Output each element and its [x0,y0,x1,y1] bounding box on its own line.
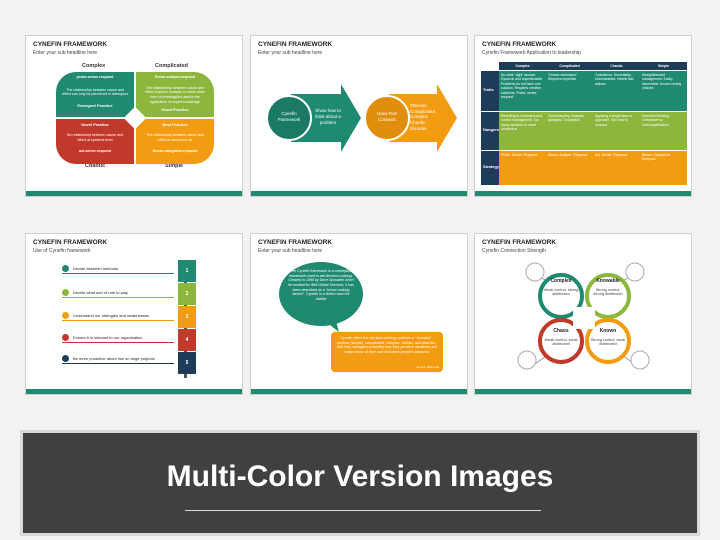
slide-accent-bar [26,191,242,196]
slide-title: CYNEFIN FRAMEWORK [482,239,557,246]
quadrant-complex: probe-sense-respond The relationship bet… [56,72,134,117]
slide-accent-bar [251,389,467,394]
col-header: Chaotic [593,62,640,70]
slide-subtitle: Enter your sub headline here [258,248,323,254]
quadrant-known: Known Strong control, weak distributed [590,328,626,346]
puzzle-piece: 2 [178,283,196,305]
table-cell: Overanalyzing. Analysis paralysis. Group… [548,114,584,123]
slide-subtitle: Use of Cynefin framework [33,248,91,254]
context-item: Chaotic [410,119,426,125]
table-cell: Straightforward management. Easily disce… [642,73,682,91]
slide-accent-bar [475,389,691,394]
label-complex: Complex [82,63,106,69]
ring-knowable [585,273,631,319]
slide-thumbnail-1[interactable]: CYNEFIN FRAMEWORK Enter your sub headlin… [25,35,243,197]
ring-known [585,318,631,364]
bubble-tail [321,318,339,332]
col-header: Complicated [546,62,593,70]
circle-1 [266,95,312,141]
banner-divider [185,510,541,511]
quadrant-chaos: Chaos Weak control, weak distributed [544,328,578,346]
ring-complex [538,273,584,319]
speech-bubble-2: Cynefin offers five decision-making cont… [331,332,443,372]
context-item: Complex [410,114,428,120]
slide-accent-bar [26,389,242,394]
network-icon [630,350,650,370]
row-header: Dangers [481,112,499,150]
label-simple: Simple [165,163,184,169]
quadrant-chaotic: Novel Practice No relationship between c… [56,119,134,164]
table-cell: Act. Sense. Respond [595,153,627,157]
speech-bubble-1: The Cynefin framework is a conceptual fr… [279,262,363,326]
circle-2-label: Uses Five Contexts [376,111,397,122]
slide-thumbnail-5[interactable]: CYNEFIN FRAMEWORK Enter your sub headlin… [250,233,468,395]
row-header: Strategy [481,151,499,185]
slide-thumbnail-4[interactable]: CYNEFIN FRAMEWORK Use of Cynefin framewo… [25,233,243,395]
puzzle-piece: 5 [178,352,196,374]
context-item: Obvious [410,103,427,108]
arrow-shape-2 [389,84,457,152]
table-cell: Applying a single idea or approach. Too … [595,114,632,127]
puzzle-piece: 1 [178,260,196,282]
table-cell: Turbulence. Uncertainty. Unknowables. Ne… [595,73,634,86]
network-icon [625,262,645,282]
slide-title: CYNEFIN FRAMEWORK [258,239,333,246]
context-item: Complicated [410,108,436,114]
slide-accent-bar [251,191,467,196]
quadrant-complex: Complex Weak control, strong distributed [543,278,579,296]
slide-title: CYNEFIN FRAMEWORK [33,41,108,48]
banner: Multi-Color Version Images [20,430,700,536]
table-cell: Probe. Sense. Respond [501,153,538,157]
center-gap [573,307,595,329]
leadership-table: Complex Complicated Chaotic Simple Trait… [481,62,687,192]
table-cell: Sense. Categorize. Respond [642,153,671,162]
slide-subtitle: Enter your sub headline here [33,50,98,56]
circle-2 [364,95,410,141]
slide-title: CYNEFIN FRAMEWORK [482,41,557,48]
table-cell: Reverting to command-and-control managem… [501,114,544,132]
table-cell: "Known unknowns". Requires expertise [548,73,578,82]
network-icon [517,350,537,370]
table-cell: Sense. Analyze. Respond [548,153,587,157]
slide-subtitle: Enter your sub headline here [258,50,323,56]
row-header: Traits [481,71,499,111]
col-header: Simple [640,62,687,70]
arrow-1-label: Show how to think about a problem [315,108,341,125]
network-icon [525,262,545,282]
table-cell: Entrained thinking. Complacency. Oversim… [642,114,671,127]
context-list: Obvious Complicated Complex Chaotic Diso… [410,103,435,131]
context-item: Disorder [410,125,428,131]
quadrant-complicated: Sense-analyze-respond The relationship b… [136,72,214,117]
slide-thumbnail-2[interactable]: CYNEFIN FRAMEWORK Enter your sub headlin… [250,35,468,197]
slide-title: CYNEFIN FRAMEWORK [258,41,333,48]
slide-thumbnail-6[interactable]: CYNEFIN FRAMEWORK Cynefin Connection Str… [474,233,692,395]
puzzle-list: Decide between methods 1 Decide what sor… [26,234,242,394]
slide-thumbnail-3[interactable]: CYNEFIN FRAMEWORK Cynefin Framework Appl… [474,35,692,197]
slide-subtitle: Cynefin Connection Strength [482,248,546,254]
arrow-shape-1 [291,84,361,152]
flow-diagram [266,84,457,152]
label-chaotic: Chaotic [85,163,106,169]
slide-title: CYNEFIN FRAMEWORK [33,239,108,246]
slide-subtitle: Cynefin Framework Application to leaders… [482,50,581,56]
slide-accent-bar [475,191,691,196]
col-header: Complex [499,62,546,70]
banner-title: Multi-Color Version Images [166,460,554,493]
ring-chaos [538,318,584,364]
label-complicated: Complicated [155,63,189,69]
puzzle-piece: 4 [178,329,196,351]
circle-1-label: Cynefin Framework [277,111,301,122]
connection-diagram [517,262,650,370]
puzzle-piece: 3 [178,306,196,328]
table-cell: No clear "right" answer. Dynamic and unp… [501,73,544,100]
quadrant-knowable: Knowable Strong control, strong distribu… [593,278,623,296]
quadrant-simple: Best Practice The relationship between c… [136,119,214,164]
